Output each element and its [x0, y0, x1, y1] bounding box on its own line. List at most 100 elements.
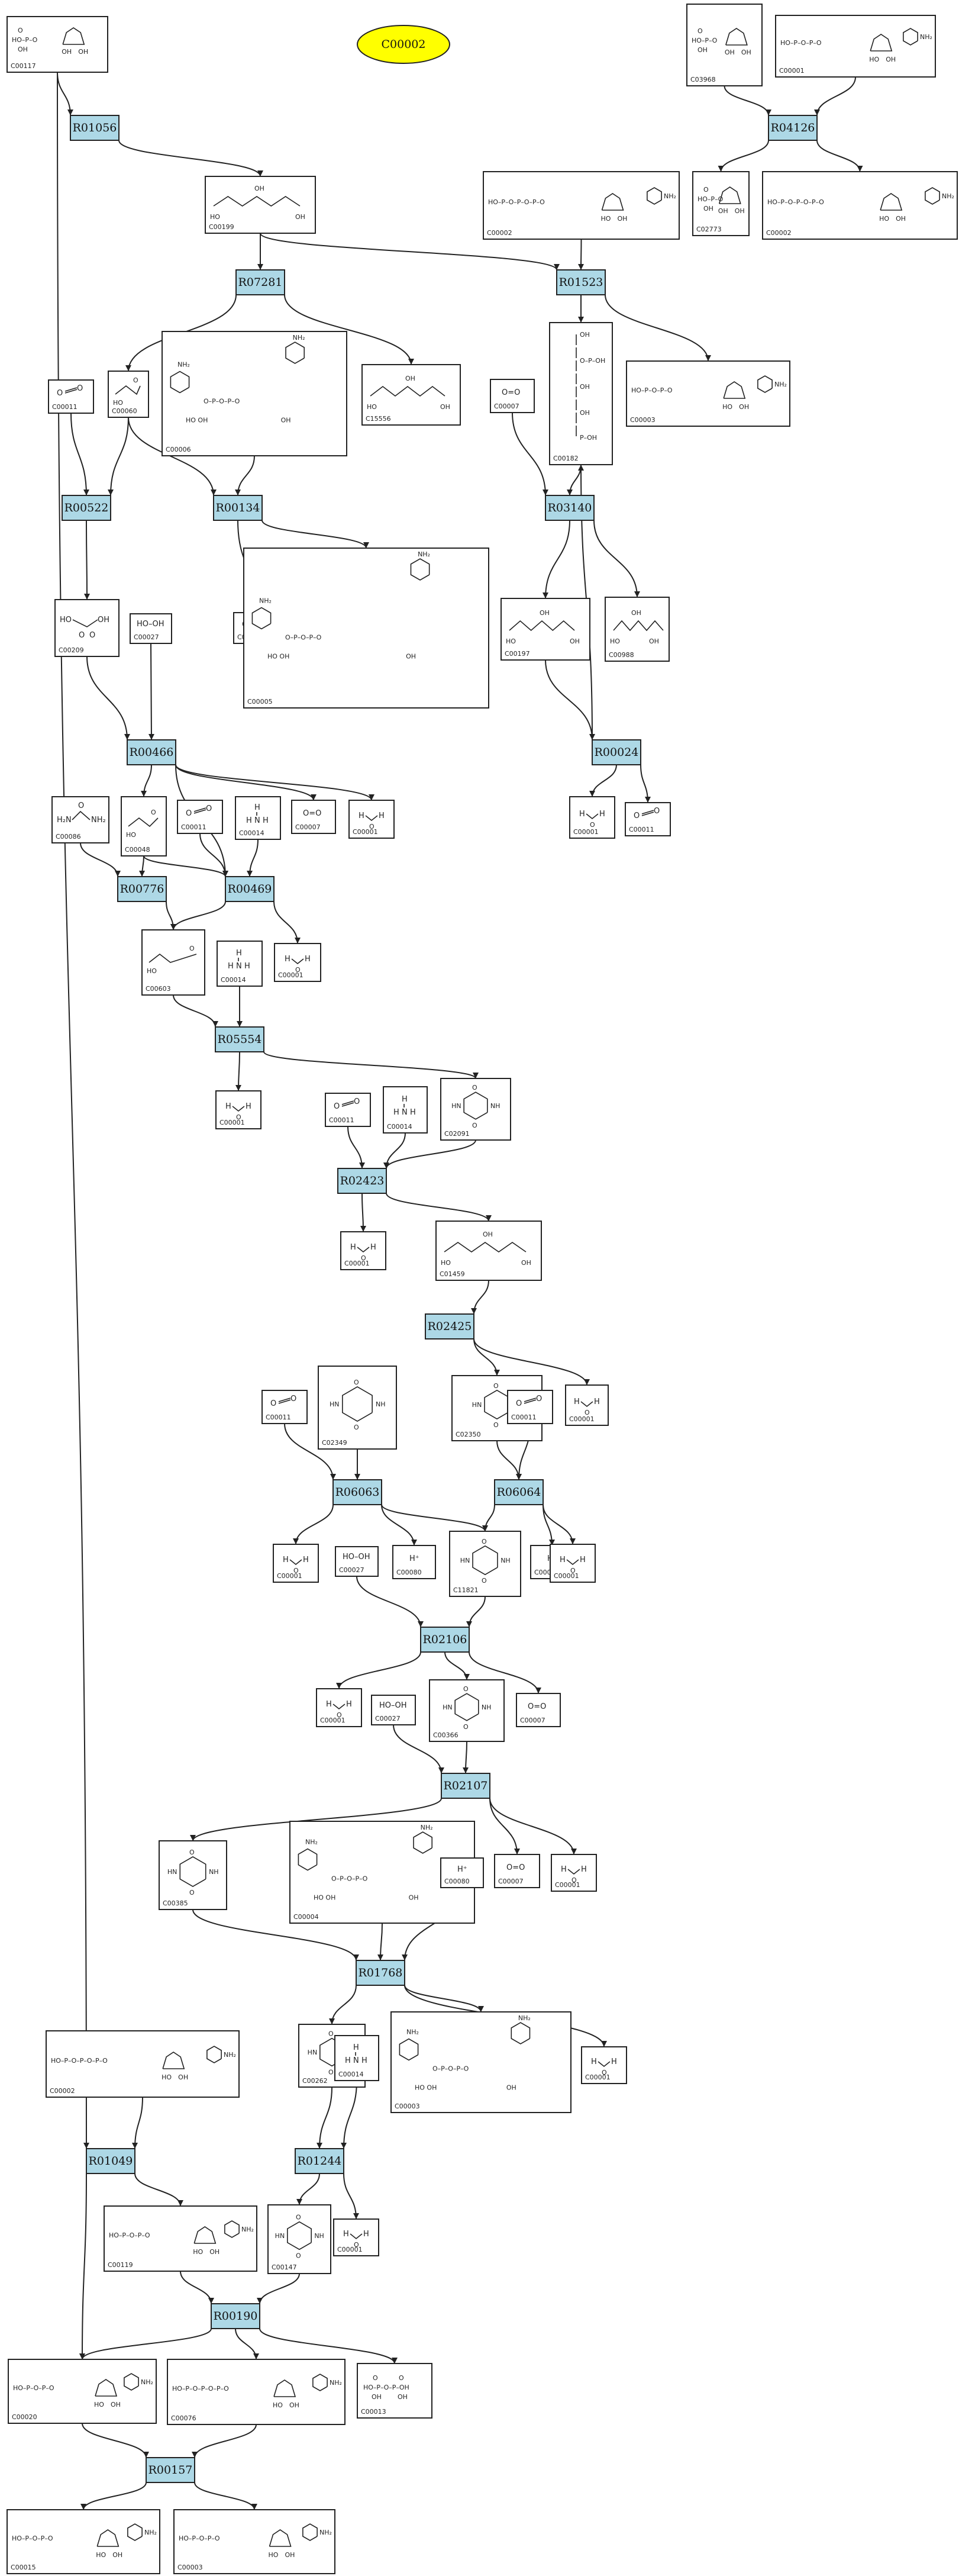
reaction-box: [62, 495, 111, 521]
atom-label: H: [361, 2056, 367, 2065]
reaction-node[interactable]: R01523: [556, 269, 606, 295]
atom-label: OH: [735, 207, 745, 215]
reaction-node[interactable]: R00522: [62, 495, 111, 521]
reaction-node[interactable]: R01056: [70, 115, 120, 141]
atom-label: O: [290, 1395, 296, 1403]
root-node[interactable]: C00002: [357, 25, 450, 64]
reaction-node[interactable]: R00190: [211, 2303, 260, 2329]
compound-node[interactable]: H⁺C00080: [392, 1545, 436, 1579]
reaction-node[interactable]: R00469: [225, 876, 275, 902]
reaction-node[interactable]: R01049: [86, 2148, 135, 2174]
compound-id-label: C00011: [629, 826, 654, 833]
reaction-node[interactable]: R02425: [425, 1313, 474, 1339]
reaction-node[interactable]: R04126: [768, 115, 818, 141]
compound-node[interactable]: H⁺C00080: [440, 1857, 484, 1888]
reaction-node[interactable]: R06063: [332, 1479, 382, 1505]
reaction-node[interactable]: R05554: [215, 1026, 264, 1052]
atom-label: HO: [147, 967, 157, 975]
atom-label: H: [591, 2057, 597, 2066]
reaction-node[interactable]: R07281: [235, 269, 285, 295]
bond: [289, 1559, 302, 1566]
atom-label: H: [236, 949, 242, 958]
reaction-node[interactable]: R00134: [213, 495, 263, 521]
reaction-node[interactable]: R02423: [337, 1168, 387, 1194]
reaction-node[interactable]: R01244: [295, 2148, 344, 2174]
reaction-node[interactable]: R06064: [494, 1479, 544, 1505]
reaction-node[interactable]: R00466: [127, 739, 176, 765]
reaction-node[interactable]: R00776: [117, 876, 167, 902]
reaction-node[interactable]: R02107: [441, 1773, 490, 1799]
reaction-node[interactable]: R00157: [146, 2457, 195, 2483]
reaction-node[interactable]: R00024: [592, 739, 641, 765]
reaction-node[interactable]: R03140: [545, 495, 595, 521]
bond: [641, 810, 654, 814]
reaction-node[interactable]: R02106: [420, 1627, 470, 1653]
edge-arrowhead: [295, 938, 301, 944]
reaction-node[interactable]: R01768: [356, 1960, 405, 1986]
